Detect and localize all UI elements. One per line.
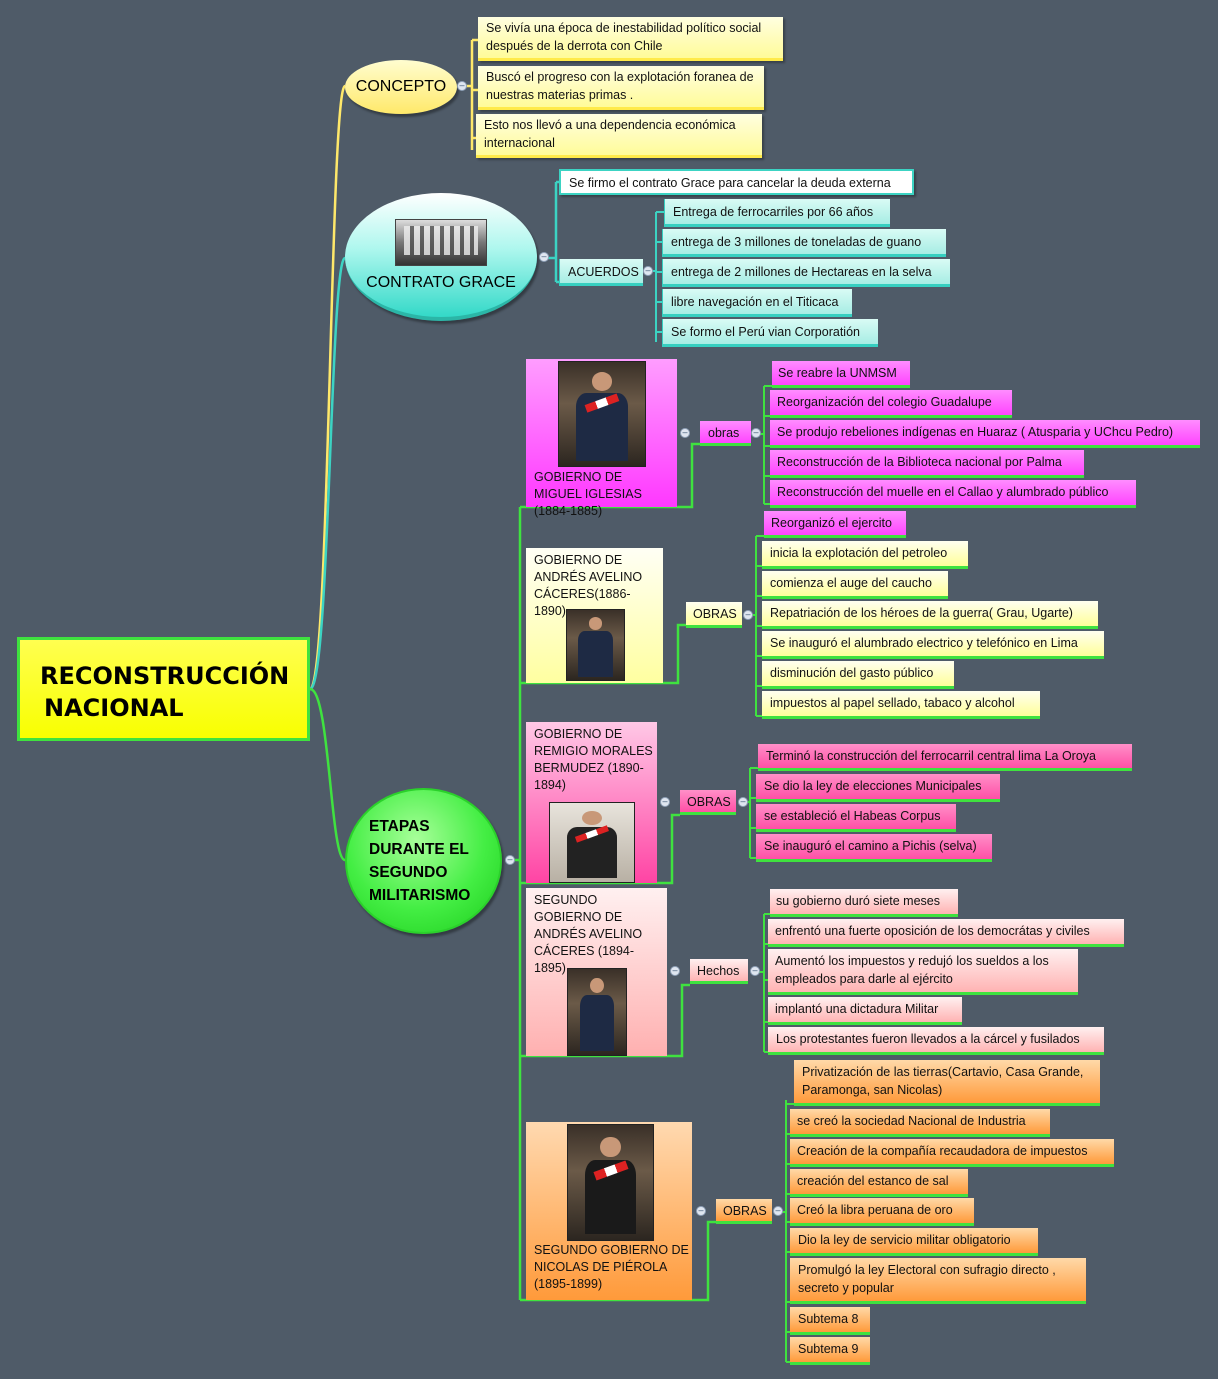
morales-item[interactable]: Se inauguró el camino a Pichis (selva) xyxy=(756,834,992,862)
caceres1-panel[interactable]: GOBIERNO DE ANDRÉS AVELINO CÁCERES(1886-… xyxy=(526,548,663,683)
morales-title: GOBIERNO DE REMIGIO MORALES BERMUDEZ (18… xyxy=(534,727,653,792)
collapse-icon[interactable]: – xyxy=(738,797,748,807)
pierola-item[interactable]: Subtema 8 xyxy=(790,1307,870,1335)
concepto-item[interactable]: Buscó el progreso con la explotación for… xyxy=(478,66,764,110)
pierola-item[interactable]: Privatización de las tierras(Cartavio, C… xyxy=(794,1060,1100,1106)
concepto-item[interactable]: Esto nos llevó a una dependencia económi… xyxy=(476,114,762,158)
caceres1-item[interactable]: Se inauguró el alumbrado electrico y tel… xyxy=(762,631,1104,659)
etapas-line: SEGUNDO xyxy=(369,864,448,881)
contrato-grace-topic[interactable]: CONTRATO GRACE xyxy=(345,193,537,321)
pierola-item[interactable]: creación del estanco de sal xyxy=(790,1169,968,1197)
iglesias-item[interactable]: Se reabre la UNMSM xyxy=(772,361,910,388)
caceres1-title: GOBIERNO DE ANDRÉS AVELINO CÁCERES(1886-… xyxy=(534,553,643,618)
acuerdos-node[interactable]: ACUERDOS xyxy=(559,259,643,286)
caceres1-item[interactable]: comienza el auge del caucho xyxy=(762,571,948,599)
pierola-item[interactable]: Creación de la compañía recaudadora de i… xyxy=(790,1139,1114,1167)
caceres2-item[interactable]: implantó una dictadura Militar xyxy=(768,997,962,1025)
collapse-icon[interactable]: – xyxy=(773,1206,783,1216)
collapse-icon[interactable]: – xyxy=(660,797,670,807)
caceres1-item[interactable]: disminución del gasto público xyxy=(762,661,954,689)
iglesias-title: GOBIERNO DE MIGUEL IGLESIAS (1884-1885) xyxy=(534,470,642,518)
collapse-icon[interactable]: – xyxy=(670,966,680,976)
morales-panel[interactable]: GOBIERNO DE REMIGIO MORALES BERMUDEZ (18… xyxy=(526,722,657,883)
caceres2-portrait xyxy=(567,968,627,1056)
caceres1-item[interactable]: Repatriación de los héroes de la guerra(… xyxy=(762,601,1098,629)
concepto-topic[interactable]: CONCEPTO xyxy=(345,60,457,114)
pierola-item[interactable]: Promulgó la ley Electoral con sufragio d… xyxy=(790,1258,1086,1304)
root-topic[interactable]: RECONSTRUCCIÓN NACIONAL xyxy=(17,637,310,741)
morales-item[interactable]: Se dio la ley de elecciones Municipales xyxy=(756,774,1000,802)
caceres2-item[interactable]: su gobierno duró siete meses xyxy=(770,889,958,917)
etapas-line: DURANTE EL xyxy=(369,841,469,858)
acuerdo-item[interactable]: Entrega de ferrocarriles por 66 años xyxy=(664,199,890,227)
pierola-title: SEGUNDO GOBIERNO DE NICOLAS DE PIÉROLA (… xyxy=(534,1243,689,1291)
pierola-panel[interactable]: SEGUNDO GOBIERNO DE NICOLAS DE PIÉROLA (… xyxy=(526,1122,692,1300)
collapse-icon[interactable]: – xyxy=(743,610,753,620)
pierola-hub[interactable]: OBRAS xyxy=(716,1199,772,1224)
collapse-icon[interactable]: – xyxy=(751,428,761,438)
pierola-item[interactable]: Subtema 9 xyxy=(790,1337,870,1365)
acuerdo-item[interactable]: Se formo el Perú vian Corporatión xyxy=(662,319,878,347)
etapas-line: MILITARISMO xyxy=(369,887,471,904)
collapse-icon[interactable]: – xyxy=(643,266,653,276)
acuerdo-item[interactable]: libre navegación en el Titicaca xyxy=(662,289,852,317)
caceres1-item[interactable]: inicia la explotación del petroleo xyxy=(762,541,968,569)
collapse-icon[interactable]: – xyxy=(457,81,467,91)
pierola-item[interactable]: se creó la sociedad Nacional de Industri… xyxy=(790,1109,1050,1137)
iglesias-portrait xyxy=(558,361,646,467)
caceres2-panel[interactable]: SEGUNDO GOBIERNO DE ANDRÉS AVELINO CÁCER… xyxy=(526,888,667,1056)
morales-item[interactable]: Terminó la construcción del ferrocarril … xyxy=(758,744,1132,771)
contrato-label: CONTRATO GRACE xyxy=(366,273,516,291)
acuerdo-item[interactable]: entrega de 2 millones de Hectareas en la… xyxy=(662,259,950,287)
collapse-icon[interactable]: – xyxy=(505,855,515,865)
pierola-item[interactable]: Dio la ley de servicio militar obligator… xyxy=(790,1228,1038,1256)
acuerdo-item[interactable]: entrega de 3 millones de toneladas de gu… xyxy=(662,229,946,257)
root-title-line1: RECONSTRUCCIÓN xyxy=(40,662,290,690)
caceres1-hub[interactable]: OBRAS xyxy=(686,602,742,628)
etapas-topic[interactable]: ETAPAS DURANTE EL SEGUNDO MILITARISMO xyxy=(345,788,502,934)
root-title-line2: NACIONAL xyxy=(44,694,184,722)
pierola-item[interactable]: Creó la libra peruana de oro xyxy=(790,1198,974,1226)
iglesias-item[interactable]: Reconstrucción de la Biblioteca nacional… xyxy=(770,450,1084,478)
concepto-label: CONCEPTO xyxy=(355,78,447,95)
etapas-line: ETAPAS xyxy=(369,818,430,835)
iglesias-panel[interactable]: GOBIERNO DE MIGUEL IGLESIAS (1884-1885) xyxy=(526,359,677,518)
morales-portrait xyxy=(549,802,635,883)
caceres2-title: SEGUNDO GOBIERNO DE ANDRÉS AVELINO CÁCER… xyxy=(534,893,643,975)
iglesias-item[interactable]: Se produjo rebeliones indígenas en Huara… xyxy=(770,420,1200,448)
caceres2-item[interactable]: Los protestantes fueron llevados a la cá… xyxy=(768,1027,1104,1055)
concepto-item[interactable]: Se vivía una época de inestabilidad polí… xyxy=(478,17,783,61)
morales-item[interactable]: se estableció el Habeas Corpus xyxy=(756,804,956,832)
iglesias-item[interactable]: Reorganización del colegio Guadalupe xyxy=(770,390,1012,418)
caceres1-item[interactable]: Reorganizó el ejercito xyxy=(764,511,906,538)
caceres2-item[interactable]: enfrentó una fuerte oposición de los dem… xyxy=(768,919,1124,947)
caceres2-hub[interactable]: Hechos xyxy=(690,959,748,984)
caceres1-portrait xyxy=(566,609,625,681)
iglesias-hub[interactable]: obras xyxy=(700,421,751,446)
contrato-image xyxy=(395,218,487,266)
collapse-icon[interactable]: – xyxy=(539,252,549,262)
collapse-icon[interactable]: – xyxy=(680,428,690,438)
iglesias-item[interactable]: Reconstrucción del muelle en el Callao y… xyxy=(770,480,1136,508)
collapse-icon[interactable]: – xyxy=(696,1206,706,1216)
collapse-icon[interactable]: – xyxy=(750,966,760,976)
morales-hub[interactable]: OBRAS xyxy=(680,790,736,815)
caceres2-item[interactable]: Aumentó los impuestos y redujó los sueld… xyxy=(768,949,1078,995)
caceres1-item[interactable]: impuestos al papel sellado, tabaco y alc… xyxy=(762,691,1040,719)
pierola-portrait xyxy=(567,1124,654,1241)
contrato-first-item[interactable]: Se firmo el contrato Grace para cancelar… xyxy=(559,169,914,195)
